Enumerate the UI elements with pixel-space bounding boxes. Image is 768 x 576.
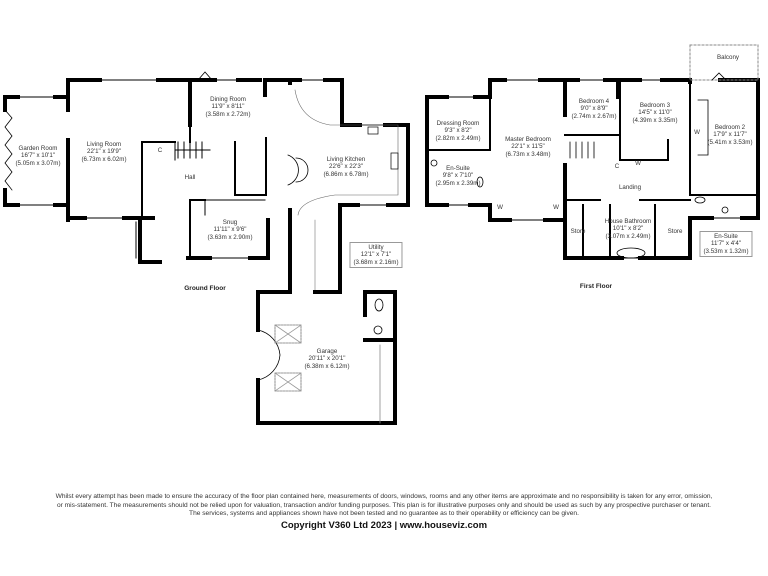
room-size-metric: (3.68m x 2.16m) bbox=[353, 258, 399, 266]
room-label-landing: Landing bbox=[619, 184, 641, 191]
room-name: En-Suite bbox=[714, 233, 738, 240]
room-label-master-bedroom: Master Bedroom 22'1" x 11'5" (6.73m x 3.… bbox=[505, 136, 551, 158]
room-name: Store bbox=[667, 228, 683, 235]
room-size-metric: (6.38m x 6.12m) bbox=[304, 362, 350, 370]
room-size-imperial: 22'6" x 22'3" bbox=[329, 163, 363, 171]
room-name: Dining Room bbox=[210, 96, 246, 103]
room-name: Dressing Room bbox=[436, 120, 480, 127]
room-size-imperial: 9'3" x 8'2" bbox=[444, 127, 472, 135]
room-label-balcony: Balcony bbox=[717, 54, 739, 61]
room-size-imperial: 22'1" x 11'5" bbox=[511, 143, 545, 151]
room-size-imperial: 11'9" x 8'11" bbox=[211, 103, 245, 111]
room-size-metric: (3.58m x 2.72m) bbox=[205, 110, 251, 118]
room-size-metric: (3.63m x 2.90m) bbox=[207, 233, 253, 241]
room-size-imperial: 14'5" x 11'0" bbox=[638, 109, 672, 117]
room-label-bedroom-4: Bedroom 4 9'0" x 8'9" (2.74m x 2.67m) bbox=[571, 98, 616, 120]
disclaimer-line: or mis-statement. The measurements shoul… bbox=[56, 501, 711, 509]
garden-room-walls bbox=[3, 78, 70, 222]
room-size-imperial: 16'7" x 10'1" bbox=[21, 152, 55, 160]
room-size-imperial: 9'0" x 8'9" bbox=[580, 105, 608, 113]
cupboard-label: C bbox=[157, 147, 163, 154]
room-label-store-left: Store bbox=[571, 228, 586, 235]
room-size-imperial: 12'1" x 7'1" bbox=[360, 251, 392, 259]
room-label-garden-room: Garden Room 16'7" x 10'1" (5.05m x 3.07m… bbox=[15, 145, 60, 167]
room-label-bedroom-3: Bedroom 3 14'5" x 11'0" (4.39m x 3.35m) bbox=[632, 102, 677, 124]
room-label-master-en-suite: En-Suite 9'8" x 7'10" (2.95m x 2.39m) bbox=[435, 165, 480, 187]
room-name: Garage bbox=[316, 348, 338, 355]
room-size-metric: (5.05m x 3.07m) bbox=[15, 159, 61, 167]
room-name: Garden Room bbox=[18, 145, 58, 152]
room-name: Landing bbox=[618, 184, 642, 191]
disclaimer-line: Whilst every attempt has been made to en… bbox=[55, 493, 713, 500]
wardrobe-label: W bbox=[553, 204, 559, 211]
room-label-house-bathroom: House Bathroom 10'1" x 8'2" (3.07m x 2.4… bbox=[605, 218, 651, 240]
room-name: Hall bbox=[184, 174, 196, 181]
room-label-snug: Snug 11'11" x 9'6" (3.63m x 2.90m) bbox=[207, 219, 252, 241]
wardrobe-label: W bbox=[635, 160, 641, 167]
room-name: Snug bbox=[222, 219, 238, 226]
room-size-metric: (3.07m x 2.49m) bbox=[605, 232, 651, 240]
room-label-living-room: Living Room 22'1" x 19'9" (6.73m x 6.02m… bbox=[81, 141, 126, 163]
room-name: Balcony bbox=[716, 54, 740, 61]
room-name: Bedroom 3 bbox=[639, 102, 671, 109]
room-size-imperial: 20'11" x 20'1" bbox=[308, 355, 346, 363]
room-size-imperial: 10'1" x 8'2" bbox=[612, 225, 644, 233]
room-name: Living Kitchen bbox=[326, 156, 366, 163]
room-label-store-right: Store bbox=[668, 228, 683, 235]
wardrobe-label: W bbox=[694, 129, 700, 136]
room-size-metric: (3.53m x 1.32m) bbox=[703, 247, 749, 255]
room-size-metric: (6.86m x 6.78m) bbox=[323, 170, 369, 178]
disclaimer-line: The services, systems and appliances sho… bbox=[189, 510, 579, 518]
room-size-metric: (2.95m x 2.39m) bbox=[435, 179, 481, 187]
room-size-metric: (2.82m x 2.49m) bbox=[435, 134, 481, 142]
room-label-hall: Hall bbox=[185, 174, 196, 181]
room-size-imperial: 9'8" x 7'10" bbox=[442, 172, 474, 180]
room-label-utility: Utility 12'1" x 7'1" (3.68m x 2.16m) bbox=[349, 242, 403, 269]
room-name: Store bbox=[570, 228, 586, 235]
room-label-bedroom-2: Bedroom 2 17'9" x 11'7" (5.41m x 3.53m) bbox=[707, 124, 752, 146]
disclaimer: Whilst every attempt has been made to en… bbox=[0, 493, 768, 519]
room-size-metric: (6.73m x 6.02m) bbox=[81, 155, 127, 163]
room-size-imperial: 22'1" x 19'9" bbox=[87, 148, 121, 156]
room-name: Master Bedroom bbox=[505, 136, 551, 143]
room-label-living-kitchen: Living Kitchen 22'6" x 22'3" (6.86m x 6.… bbox=[323, 156, 368, 178]
room-name: House Bathroom bbox=[604, 218, 652, 225]
room-label-garage: Garage 20'11" x 20'1" (6.38m x 6.12m) bbox=[304, 348, 349, 370]
room-size-metric: (6.73m x 3.48m) bbox=[505, 150, 551, 158]
room-size-metric: (5.41m x 3.53m) bbox=[707, 138, 753, 146]
room-name: Living Room bbox=[86, 141, 122, 148]
room-name: En-Suite bbox=[446, 165, 470, 172]
room-name: Bedroom 4 bbox=[578, 98, 610, 105]
room-size-metric: (2.74m x 2.67m) bbox=[571, 112, 617, 120]
room-label-dining-room: Dining Room 11'9" x 8'11" (3.58m x 2.72m… bbox=[205, 96, 250, 118]
room-size-imperial: 11'11" x 9'6" bbox=[213, 226, 247, 234]
room-label-bedroom-2-en-suite: En-Suite 11'7" x 4'4" (3.53m x 1.32m) bbox=[699, 231, 753, 258]
room-label-dressing-room: Dressing Room 9'3" x 8'2" (2.82m x 2.49m… bbox=[435, 120, 480, 142]
cupboard-label: C bbox=[614, 163, 620, 170]
room-size-imperial: 17'9" x 11'7" bbox=[713, 131, 747, 139]
room-size-imperial: 11'7" x 4'4" bbox=[710, 240, 742, 248]
room-name: Utility bbox=[368, 244, 384, 251]
room-size-metric: (4.39m x 3.35m) bbox=[632, 116, 678, 124]
room-name: Bedroom 2 bbox=[714, 124, 746, 131]
copyright: Copyright V360 Ltd 2023 | www.houseviz.c… bbox=[280, 520, 488, 531]
floor-title-first: First Floor bbox=[579, 283, 613, 290]
wardrobe-label: W bbox=[497, 204, 503, 211]
floor-title-ground: Ground Floor bbox=[184, 285, 226, 292]
